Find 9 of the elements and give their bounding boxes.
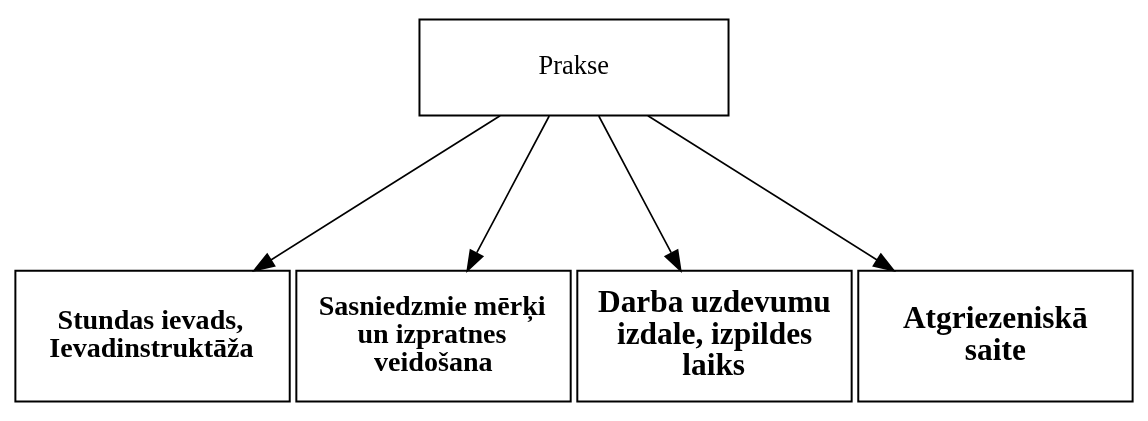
arrow <box>251 114 501 272</box>
arrow <box>597 115 682 273</box>
arrow <box>647 114 897 272</box>
node-box: Stundas ievads, Ievadinstruktāža <box>14 269 291 403</box>
arrow <box>466 115 551 273</box>
node-box: Darba uzdevumu izdale, izpildes laiks <box>576 269 853 403</box>
node-box: Prakse <box>418 18 730 117</box>
node-box: Sasniedzmie mērķi un izpratnes veidošana <box>295 269 572 403</box>
node-box: Atgriezeniskā saite <box>857 269 1134 403</box>
